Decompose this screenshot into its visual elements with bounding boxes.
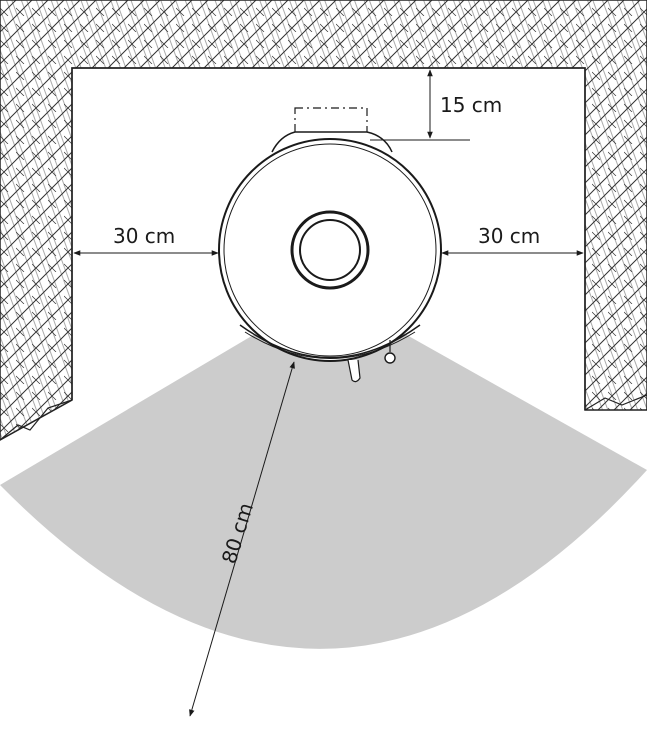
front-clearance-arc (0, 470, 647, 742)
dimension-right: 30 cm (441, 224, 584, 256)
right-clearance-label: 30 cm (478, 224, 540, 248)
dimension-top: 15 cm (370, 69, 502, 141)
top-clearance-label: 15 cm (440, 93, 502, 117)
left-clearance-label: 30 cm (113, 224, 175, 248)
stove-handle (347, 340, 396, 383)
wall-hatching (0, 0, 647, 441)
flue-outlet-ring (290, 210, 370, 290)
dimension-left: 30 cm (73, 224, 219, 256)
